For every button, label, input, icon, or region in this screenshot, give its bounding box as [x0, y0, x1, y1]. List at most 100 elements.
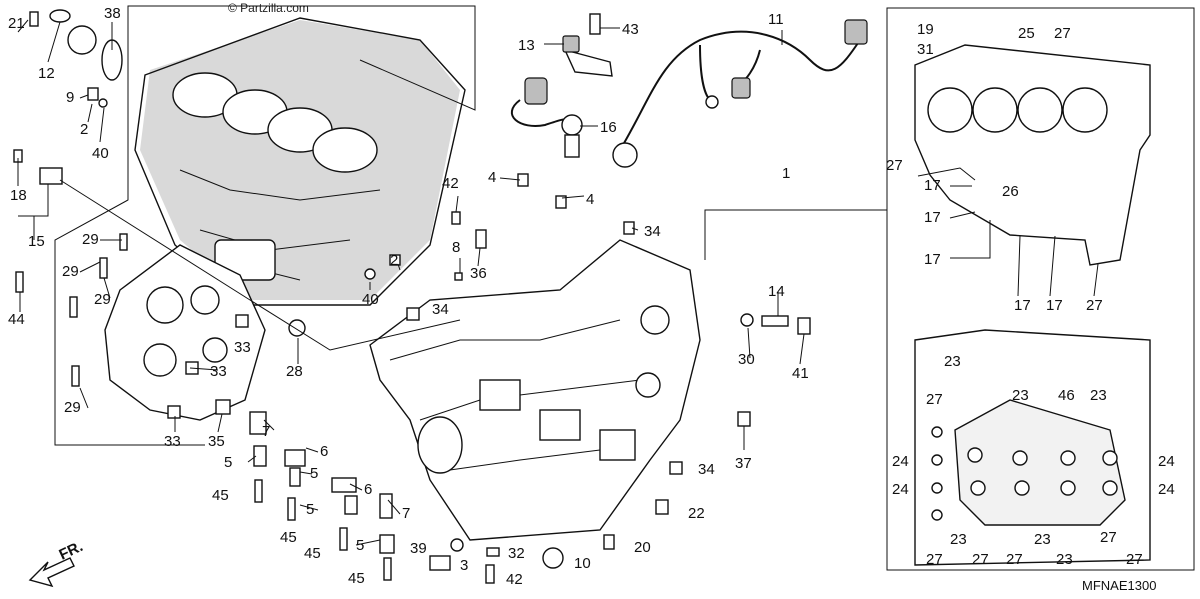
- callout: 41: [792, 365, 809, 382]
- callout: 2: [80, 121, 88, 138]
- callout: 5: [310, 465, 318, 482]
- diagram-code: MFNAE1300: [1082, 578, 1156, 593]
- callout: 6: [364, 481, 372, 498]
- callout: 29: [82, 231, 99, 248]
- callout: 26: [1002, 183, 1019, 200]
- callout: 34: [432, 301, 449, 318]
- callout-labels: 21 12 38 9 2 40 18 15 44 29 29 29 29 33 …: [8, 5, 1175, 588]
- callout: 45: [212, 487, 229, 504]
- callout: 29: [94, 291, 111, 308]
- callout: 19: [917, 21, 934, 38]
- callout: 34: [644, 223, 661, 240]
- leader-box-left: [54, 20, 205, 446]
- callout: 27: [1006, 551, 1023, 568]
- callout: 8: [452, 239, 460, 256]
- hardware[interactable]: [13, 9, 811, 584]
- callout: 43: [622, 21, 639, 38]
- front-direction-arrow-icon: [28, 557, 75, 588]
- upper-crankcase[interactable]: [134, 17, 466, 306]
- callout: 31: [917, 41, 934, 58]
- callout: 17: [924, 209, 941, 226]
- crankcase-cover[interactable]: [104, 244, 266, 421]
- callout: 27: [926, 391, 943, 408]
- callout: 27: [886, 157, 903, 174]
- callout: 14: [768, 283, 785, 300]
- callout: 45: [280, 529, 297, 546]
- callout: 42: [506, 571, 523, 588]
- callout: 33: [164, 433, 181, 450]
- callout: 23: [944, 353, 961, 370]
- callout: 35: [208, 433, 225, 450]
- callout: 23: [1090, 387, 1107, 404]
- callout: 27: [1086, 297, 1103, 314]
- callout: 9: [66, 89, 74, 106]
- callout: 17: [924, 177, 941, 194]
- callout: 6: [320, 443, 328, 460]
- callout: 2: [390, 252, 398, 269]
- callout: 3: [460, 557, 468, 574]
- callout: 13: [518, 37, 535, 54]
- callout: 23: [950, 531, 967, 548]
- callout: 45: [304, 545, 321, 562]
- callout: 27: [1100, 529, 1117, 546]
- callout: 44: [8, 311, 25, 328]
- callout: 24: [892, 453, 909, 470]
- callout: 24: [1158, 481, 1175, 498]
- callout: 46: [1058, 387, 1075, 404]
- callout: 17: [1046, 297, 1063, 314]
- callout: 30: [738, 351, 755, 368]
- callout: 11: [768, 11, 784, 28]
- callout: 42: [442, 175, 459, 192]
- callout: 27: [1054, 25, 1071, 42]
- leader-1: [704, 209, 887, 260]
- callout: 12: [38, 65, 55, 82]
- callout: 4: [488, 169, 496, 186]
- callout: 17: [1014, 297, 1031, 314]
- callout: 23: [1056, 551, 1073, 568]
- callout: 5: [224, 454, 232, 471]
- callout: 38: [104, 5, 121, 22]
- callout: 23: [1034, 531, 1051, 548]
- callout: 27: [926, 551, 943, 568]
- callout: 21: [8, 15, 25, 32]
- upper-case-detail[interactable]: [914, 44, 1151, 266]
- callout: 23: [1012, 387, 1029, 404]
- callout: 7: [262, 423, 270, 440]
- callout: 33: [234, 339, 251, 356]
- callout: 27: [972, 551, 989, 568]
- callout: 17: [924, 251, 941, 268]
- lower-case-detail[interactable]: [914, 329, 1151, 566]
- callout: 24: [892, 481, 909, 498]
- callout: 10: [574, 555, 591, 572]
- callout: 40: [92, 145, 109, 162]
- callout: 45: [348, 570, 365, 587]
- wire-harness[interactable]: [612, 19, 868, 168]
- callout: 28: [286, 363, 303, 380]
- callout: 37: [735, 455, 752, 472]
- callout: 40: [362, 291, 379, 308]
- inset-frame: [886, 7, 1195, 571]
- callout: 24: [1158, 453, 1175, 470]
- callout: 32: [508, 545, 525, 562]
- callout: 33: [210, 363, 227, 380]
- callout: 5: [306, 501, 314, 518]
- sensor-16[interactable]: [511, 77, 583, 158]
- callout: 34: [698, 461, 715, 478]
- callout: 29: [64, 399, 81, 416]
- direction-label: FR.: [57, 538, 86, 564]
- callout: 1: [782, 165, 790, 182]
- callout: 29: [62, 263, 79, 280]
- callout: 25: [1018, 25, 1035, 42]
- callout: 22: [688, 505, 705, 522]
- callout: 20: [634, 539, 651, 556]
- callout: 18: [10, 187, 27, 204]
- watermark: © Partzilla.com: [228, 1, 309, 15]
- lower-crankcase[interactable]: [369, 239, 701, 541]
- callout: 36: [470, 265, 487, 282]
- callout: 27: [1126, 551, 1143, 568]
- callout: 15: [28, 233, 45, 250]
- callout: 39: [410, 540, 427, 557]
- bracket-13[interactable]: [562, 35, 613, 77]
- leader-box-top: [127, 5, 476, 111]
